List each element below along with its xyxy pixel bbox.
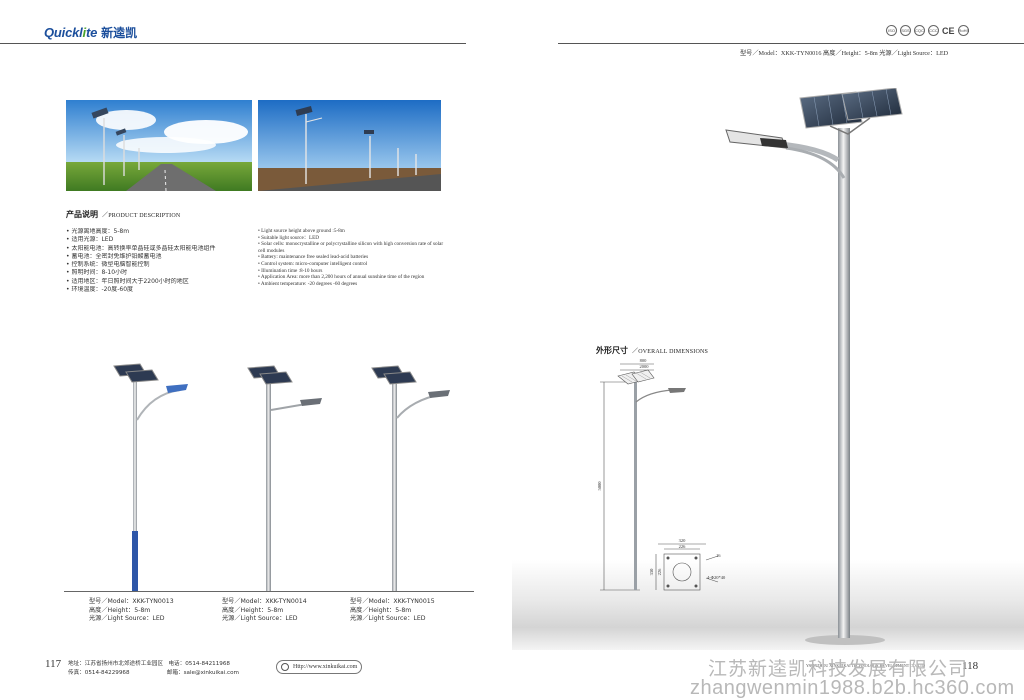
list-item: • Control system: micro-computer intelli… <box>258 260 368 267</box>
list-item: • Application Area: more than 2,200 hour… <box>258 274 425 281</box>
lamp-height: 高度／Height：5-8m <box>89 606 151 614</box>
footer-contact: 地址：江苏省扬州市北郊途桥工业园区 电话：0514-84211968 传真：05… <box>68 660 239 677</box>
list-item: • 太阳能电池：高转换率单晶硅或多晶硅太阳能电池组件 <box>66 244 216 252</box>
lamp-caption-tyn0013: 型号／Model：XKK-TYN0013 高度／Height：5-8m 光源／L… <box>89 598 174 624</box>
product-description-title: 产品说明 ／PRODUCT DESCRIPTION <box>66 209 180 220</box>
list-item: • Suitable light source：LED <box>258 234 320 241</box>
brand-logo: Quicklite 新逵凯 <box>44 24 137 41</box>
list-item: • 适用光源：LED <box>66 236 114 244</box>
list-item: • 光源离地高度：5-8m <box>66 228 130 235</box>
dim-label-base-mid: 226 <box>657 568 662 576</box>
lamp-illustration-tyn0014 <box>226 360 336 597</box>
dim-title-en: ／OVERALL DIMENSIONS <box>632 349 709 355</box>
list-item: • Battery: maintenance free sealed lead-… <box>258 254 369 261</box>
floor-gradient <box>512 560 1024 650</box>
rohs-icon: RoHS <box>957 25 969 36</box>
lamp-model: 型号／Model：XKK-TYN0013 <box>89 598 174 605</box>
ce-icon: CE <box>942 25 955 36</box>
product-photo-road-curve <box>66 100 252 191</box>
list-item: • 控制系统：微型电脑智能控制 <box>66 261 150 269</box>
dim-label-base-side: 330 <box>649 568 654 576</box>
dim-label-panel-w2: 2000 <box>640 364 650 369</box>
website-link[interactable]: Http://www.xinkuikai.com <box>276 660 362 674</box>
dim-label-pole-height: 5000 <box>597 481 602 491</box>
list-item: • Illumination time :8-10 hours <box>258 267 323 274</box>
footer-fax: 传真：0514-84229968 <box>68 669 130 676</box>
dim-title-cn: 外形尺寸 <box>596 346 628 355</box>
lamp-caption-tyn0015: 型号／Model：XKK-TYN0015 高度／Height：5-8m 光源／L… <box>350 598 435 624</box>
dim-label-base-outer: 320 <box>679 538 687 543</box>
cqc-icon: CQC <box>914 25 925 36</box>
iso-icon: ISO <box>886 25 897 36</box>
list-item: • 蓄电池：全密封免维护铅酸蓄电池 <box>66 252 162 260</box>
list-item: • Ambient temperature: -20 degrees -60 d… <box>258 280 358 287</box>
title-cn: 产品说明 <box>66 210 98 219</box>
dim-label-plate: 16 <box>716 553 721 558</box>
header-rule-right <box>558 43 1024 44</box>
lamp-model: 型号／Model：XKK-TYN0014 <box>222 598 307 605</box>
list-item: • 适用地区：年日照时间大于2200小时的地区 <box>66 277 189 285</box>
description-list-cn: • 光源离地高度：5-8m • 适用光源：LED • 太阳能电池：高转换率单晶硅… <box>66 228 256 294</box>
ccc-icon: CCC <box>928 25 939 36</box>
overall-dimensions-title: 外形尺寸 ／OVERALL DIMENSIONS <box>596 345 708 356</box>
list-item: • 环境温度：-20度-60度 <box>66 286 134 294</box>
page-number-left: 117 <box>45 658 62 670</box>
footer-address: 地址：江苏省扬州市北郊途桥工业园区 <box>68 661 164 667</box>
lamp-height: 高度／Height：5-8m <box>222 606 284 614</box>
lamp-caption-tyn0014: 型号／Model：XKK-TYN0014 高度／Height：5-8m 光源／L… <box>222 598 307 624</box>
logo-chinese: 新逵凯 <box>101 26 138 40</box>
description-list-en: • Light source height above ground :5-8m… <box>258 228 444 287</box>
certification-icons: ISO SGS CQC CCC CE RoHS <box>886 25 969 36</box>
dim-label-holes: 4-Φ20*40 <box>707 575 726 580</box>
globe-icon <box>281 663 289 671</box>
title-en: ／PRODUCT DESCRIPTION <box>102 213 181 219</box>
lamp-illustration-tyn0013 <box>100 360 200 597</box>
dim-label-panel-w1: 800 <box>640 358 648 363</box>
watermark-url: zhangwenmin1988.b2b.hc360.com <box>690 677 1015 699</box>
page-number-right: 118 <box>962 660 979 672</box>
list-item: • Light source height above ground :5-8m <box>258 228 345 234</box>
header-rule-left <box>0 43 466 44</box>
lamp-illustration-tyn0016 <box>720 87 910 653</box>
lamp-model: 型号／Model：XKK-TYN0015 <box>350 598 435 605</box>
product-photo-road-straight <box>258 100 441 191</box>
footer-email: 邮箱：sale@xinkuikai.com <box>166 669 239 676</box>
lamp-illustration-tyn0015 <box>352 360 462 597</box>
footer-phone: 电话：0514-84211968 <box>168 661 230 667</box>
list-item: • 照明时间：8-10小时 <box>66 269 128 277</box>
footer-company-en: YANGZHOU XINKUIKAI TECHNOLOGY DEVELOPMEN… <box>806 663 926 668</box>
lamp-light-source: 光源／Light Source：LED <box>89 615 165 623</box>
lamp-light-source: 光源／Light Source：LED <box>350 615 426 623</box>
lamp-light-source: 光源／Light Source：LED <box>222 615 298 623</box>
website-url: Http://www.xinkuikai.com <box>293 664 358 670</box>
lamp-height: 高度／Height：5-8m <box>350 606 412 614</box>
sgs-icon: SGS <box>900 25 911 36</box>
dimension-drawing: 800 2000 5000 320 226 330 226 16 4-Φ20*4… <box>592 356 742 599</box>
model-header-tyn0016: 型号／Model：XKK-TYN0016 高度／Height：5-8m 光源／L… <box>740 50 949 57</box>
lamp-base-line <box>64 591 474 592</box>
list-item: • Solar cells: monocrystalline or polycr… <box>258 241 444 254</box>
logo-english: Quicklite <box>44 25 98 40</box>
watermark-company: 江苏新逵凯科技发展有限公司 <box>708 658 969 680</box>
dim-label-base-inner: 226 <box>679 544 687 549</box>
